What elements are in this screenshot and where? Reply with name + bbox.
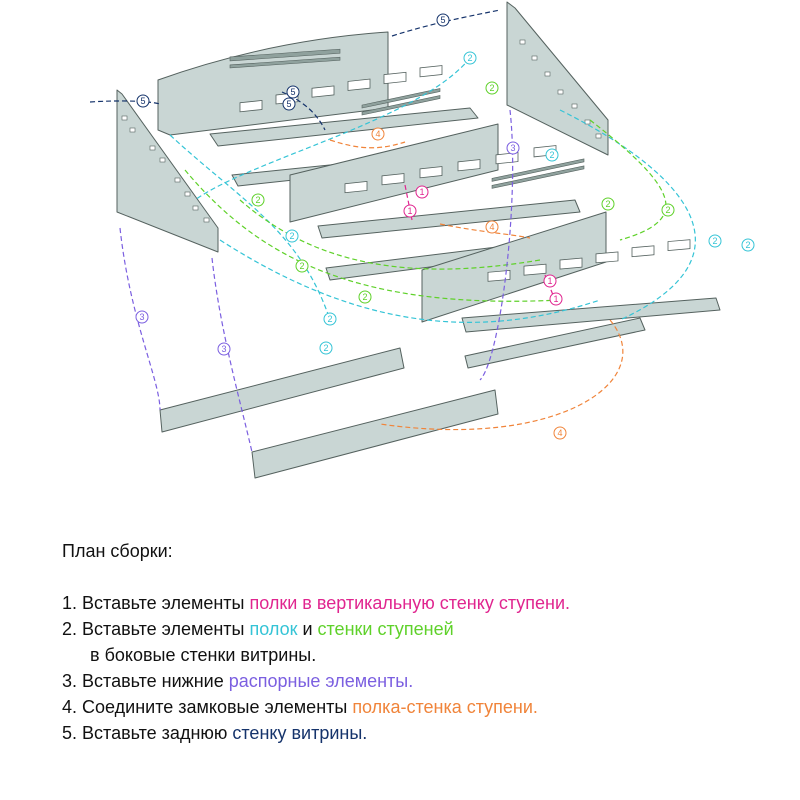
step-wall-bottom-strip (464, 317, 646, 369)
step-text: Вставьте заднюю (82, 723, 233, 743)
badge-step-1: 1 1 1 1 (403, 185, 563, 306)
step-highlight: полок (249, 619, 298, 639)
assembly-paths (89, 9, 696, 453)
step-text: Вставьте элементы (82, 619, 250, 639)
svg-text:1: 1 (419, 187, 424, 197)
badge-step-3: 3 3 3 (135, 141, 520, 356)
svg-text:2: 2 (289, 231, 294, 241)
step-number: 2. (62, 619, 78, 639)
svg-text:4: 4 (375, 129, 380, 139)
svg-text:3: 3 (510, 143, 515, 153)
instructions-title: План сборки: (62, 541, 173, 561)
instruction-step-3: 3. Вставьте нижние распорные элементы. (62, 668, 782, 694)
step-text: в боковые стенки витрины. (90, 645, 317, 665)
spacer-bar-lower (251, 389, 499, 479)
instruction-step-1: 1. Вставьте элементы полки в вертикальну… (62, 590, 782, 616)
badge-step-5: 5 5 5 5 (136, 13, 450, 111)
shelf-bottom (461, 239, 721, 333)
step-highlight: полка-стенка ступени. (352, 697, 538, 717)
svg-text:2: 2 (362, 292, 367, 302)
svg-text:5: 5 (140, 96, 145, 106)
svg-text:5: 5 (286, 99, 291, 109)
svg-text:2: 2 (327, 314, 332, 324)
instruction-step-2-continued: в боковые стенки витрины. (62, 642, 782, 668)
back-wall-panel (157, 31, 389, 136)
svg-text:5: 5 (440, 15, 445, 25)
step-number: 3. (62, 671, 78, 691)
assembly-diagram: 1 1 1 1 2 2 2 2 2 2 2 2 2 (89, 1, 755, 479)
svg-text:2: 2 (323, 343, 328, 353)
svg-text:2: 2 (665, 205, 670, 215)
assembly-instructions: План сборки: 1. Вставьте элементы полки … (62, 538, 782, 746)
shelf-middle (317, 145, 581, 239)
svg-text:3: 3 (221, 344, 226, 354)
svg-text:5: 5 (290, 87, 295, 97)
svg-text:2: 2 (549, 150, 554, 160)
instruction-step-5: 5. Вставьте заднюю стенку витрины. (62, 720, 782, 746)
badge-step-2: 2 2 2 2 2 2 2 2 2 2 2 2 2 (251, 51, 755, 355)
svg-text:2: 2 (467, 53, 472, 63)
spacer-bar-upper (159, 347, 405, 433)
svg-text:2: 2 (255, 195, 260, 205)
svg-text:1: 1 (547, 276, 552, 286)
left-side-panel (116, 89, 219, 253)
instruction-step-4: 4. Соедините замковые элементы полка-сте… (62, 694, 782, 720)
svg-text:1: 1 (553, 294, 558, 304)
svg-text:1: 1 (407, 206, 412, 216)
step-highlight: распорные элементы. (228, 671, 414, 691)
svg-text:2: 2 (489, 83, 494, 93)
right-side-panel (506, 1, 609, 156)
step-wall-middle (289, 88, 499, 223)
step-highlight-2: стенки ступеней (317, 619, 454, 639)
step-highlight: полки в вертикальную стенку ступени. (249, 593, 571, 613)
badge-step-4: 4 4 4 (371, 127, 567, 440)
instruction-step-2: 2. Вставьте элементы полок и стенки ступ… (62, 616, 782, 642)
step-number: 1. (62, 593, 78, 613)
shelf-top (209, 65, 479, 147)
step-number: 4. (62, 697, 78, 717)
step-number: 5. (62, 723, 78, 743)
svg-text:3: 3 (139, 312, 144, 322)
step-text-mid: и (297, 619, 318, 639)
svg-text:2: 2 (712, 236, 717, 246)
step-text: Вставьте элементы (82, 593, 250, 613)
step-badges: 1 1 1 1 2 2 2 2 2 2 2 2 2 (135, 13, 755, 440)
svg-text:2: 2 (299, 261, 304, 271)
svg-text:2: 2 (605, 199, 610, 209)
svg-text:2: 2 (745, 240, 750, 250)
step-text: Соедините замковые элементы (82, 697, 353, 717)
svg-text:4: 4 (489, 222, 494, 232)
step-highlight: стенку витрины. (232, 723, 368, 743)
step-text: Вставьте нижние (82, 671, 229, 691)
svg-text:4: 4 (557, 428, 562, 438)
step-wall-bottom (421, 158, 607, 323)
